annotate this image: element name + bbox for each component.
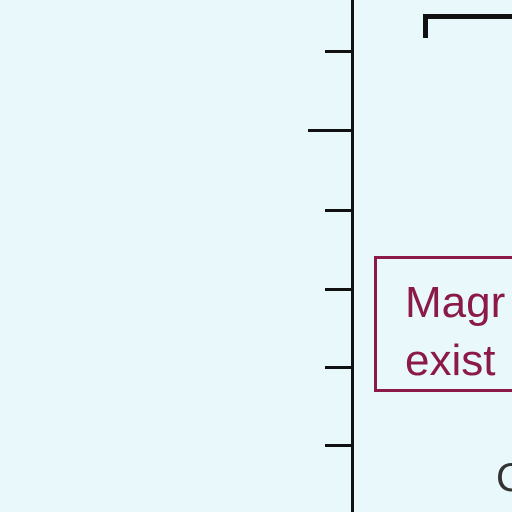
axis-tick-minor [325,209,353,212]
callout-line-1: Magr [405,278,506,327]
range-bracket-side [423,14,428,38]
callout-box: Magr exist [374,256,512,392]
range-bracket-top [423,14,512,19]
range-bracket [423,14,512,38]
axis-tick-minor [325,288,353,291]
axis-tick-minor [325,50,353,53]
axis-tick-major [308,129,353,132]
callout-line-2: exist [405,336,496,385]
axis-tick-minor [325,366,353,369]
vertical-axis-line [351,0,354,512]
corner-label: C [496,456,512,500]
axis-tick-minor [325,444,353,447]
